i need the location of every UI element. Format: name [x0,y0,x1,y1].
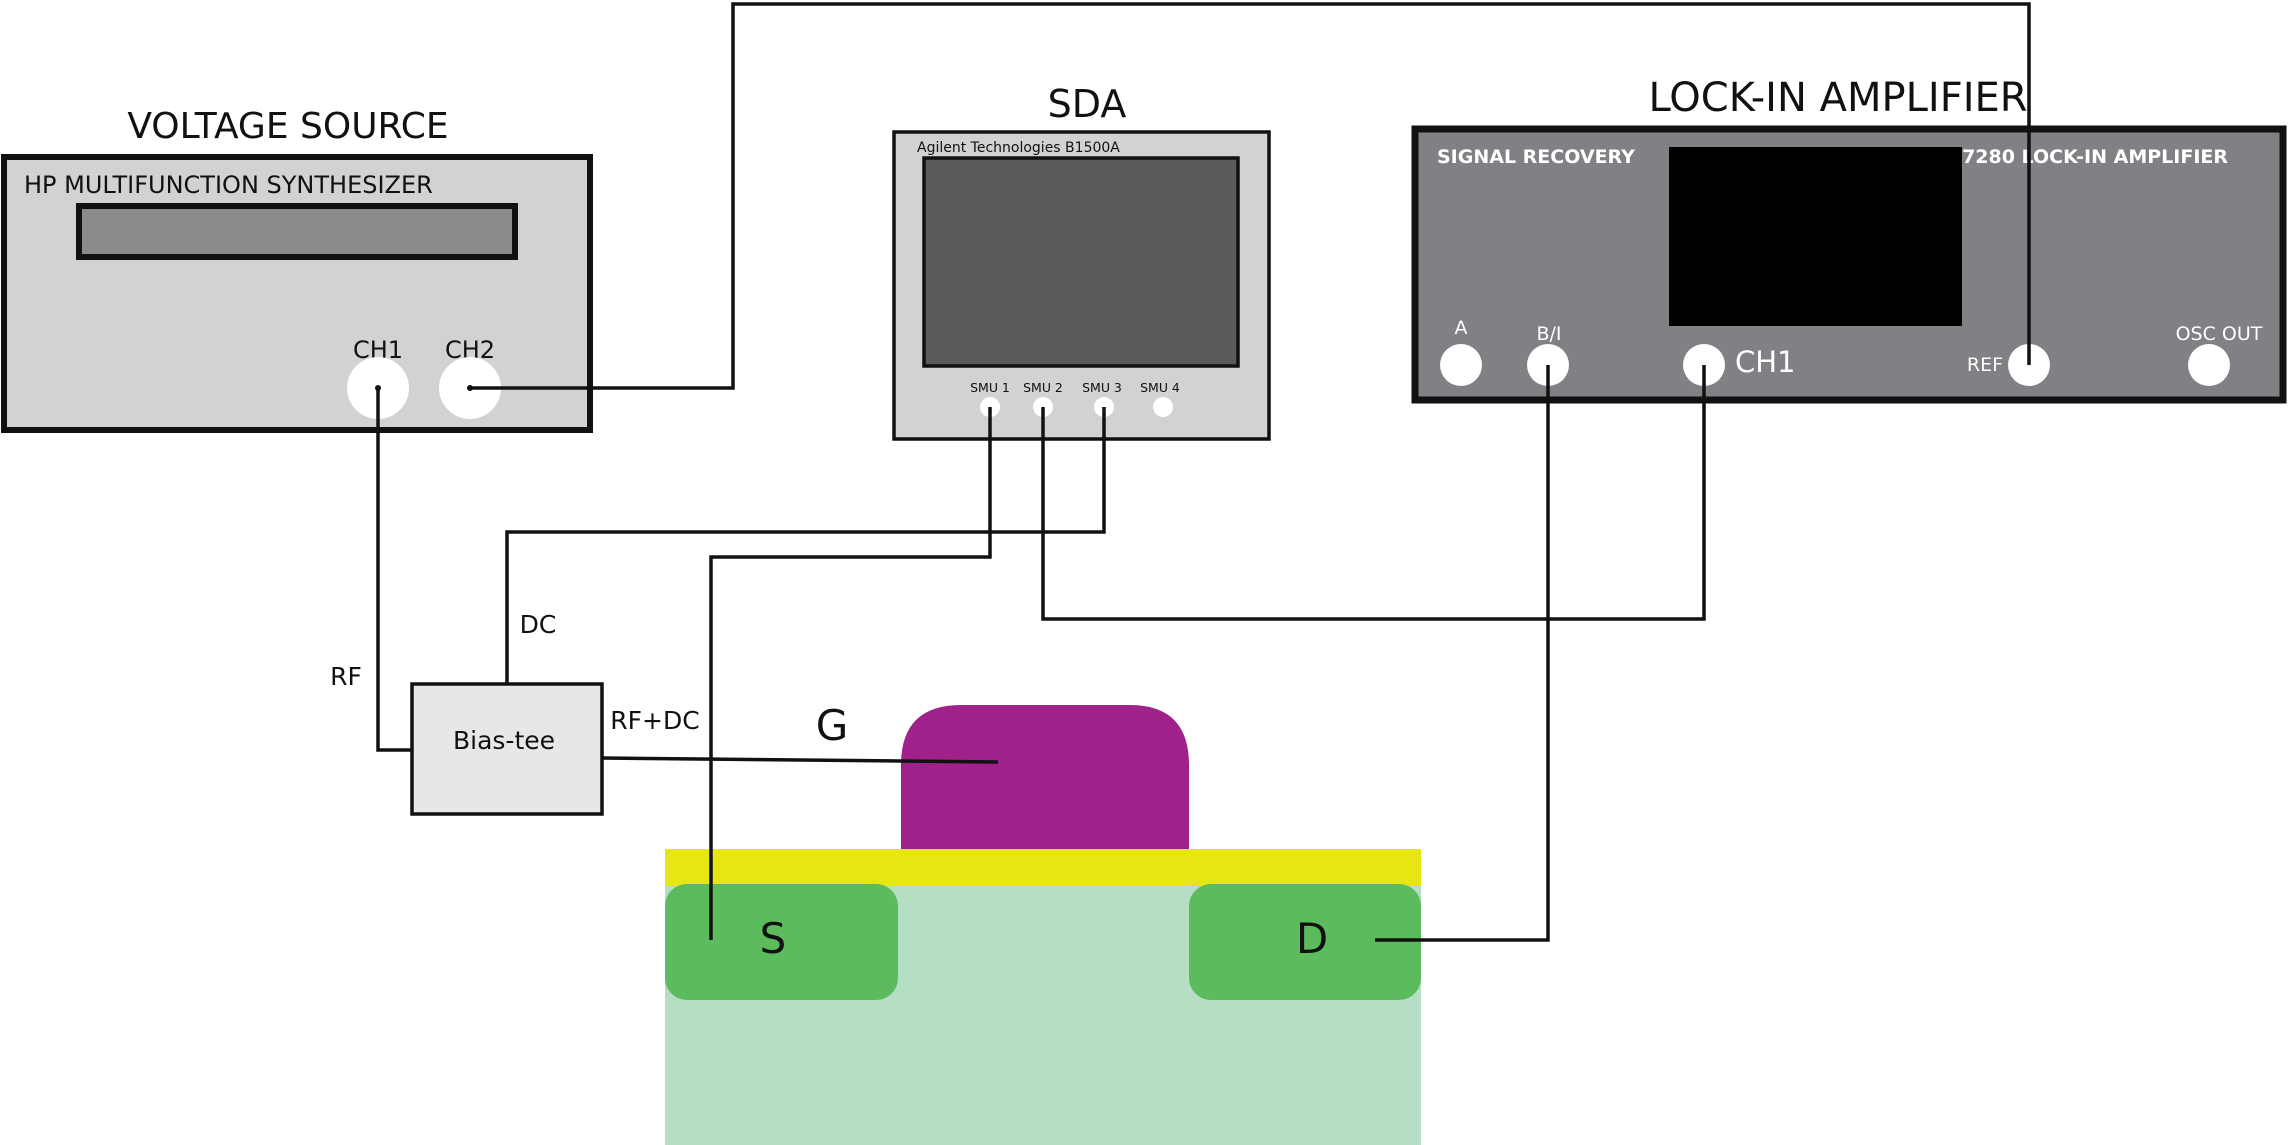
input-a-connector[interactable] [1440,344,1482,386]
source-label: S [760,914,787,963]
voltage-source-panel-label: HP MULTIFUNCTION SYNTHESIZER [24,171,433,199]
drain-contact [1189,884,1421,1000]
sda-instrument: SDA Agilent Technologies B1500A SMU 1 SM… [892,82,1271,441]
source-contact [665,884,898,1000]
lockin-title: LOCK-IN AMPLIFIER [1648,75,2027,121]
smu1-label: SMU 1 [970,380,1010,395]
voltage-source-display [76,203,518,260]
lockin-model: 7280 LOCK-IN AMPLIFIER [1962,146,2228,168]
voltage-source-title: VOLTAGE SOURCE [127,106,448,147]
lockin-amplifier: LOCK-IN AMPLIFIER SIGNAL RECOVERY 7280 L… [1411,75,2287,404]
wire-smu2-to-lockin-ch1 [1041,365,1706,621]
osc-out-label: OSC OUT [2176,323,2263,345]
wire-ch1-to-bias-tee [376,388,412,752]
voltage-source: VOLTAGE SOURCE HP MULTIFUNCTION SYNTHESI… [1,106,593,433]
ch1-pin [375,385,381,391]
transistor-device: G S D [665,701,1421,1145]
smu4-label: SMU 4 [1140,380,1180,395]
gate-oxide [665,849,1421,886]
gate-electrode [901,705,1189,849]
rf-label: RF [330,662,362,691]
osc-out-connector[interactable] [2188,344,2230,386]
input-bi-label: B/I [1536,323,1561,345]
ch2-pin [467,385,473,391]
input-a-label: A [1455,317,1468,339]
bias-tee-label: Bias-tee [453,726,555,755]
wire-smu3-to-bias-tee [505,407,1106,684]
smu3-label: SMU 3 [1082,380,1122,395]
gate-label: G [816,701,849,750]
wiring [376,2,2031,942]
smu4-connector[interactable] [1153,397,1173,417]
bias-tee: Bias-tee RF DC RF+DC [330,610,700,816]
rf-dc-label: RF+DC [610,706,699,735]
dc-label: DC [520,610,557,639]
wire-ch2-to-ref [470,2,2031,390]
smu2-label: SMU 2 [1023,380,1063,395]
sda-screen [922,156,1240,368]
connector-overlays [375,385,473,391]
drain-label: D [1296,914,1328,963]
lockin-ch1-label: CH1 [1735,345,1796,379]
lockin-brand: SIGNAL RECOVERY [1437,146,1635,168]
wire-bias-tee-to-gate [601,756,999,764]
wire-drain-to-bi [1375,365,1550,942]
bias-tee-box [410,682,604,816]
wire-smu1-to-source [709,407,992,940]
lockin-screen [1669,147,1962,326]
sda-title: SDA [1048,82,1127,126]
sda-brand: Agilent Technologies B1500A [917,140,1120,156]
ref-label: REF [1967,354,2003,376]
